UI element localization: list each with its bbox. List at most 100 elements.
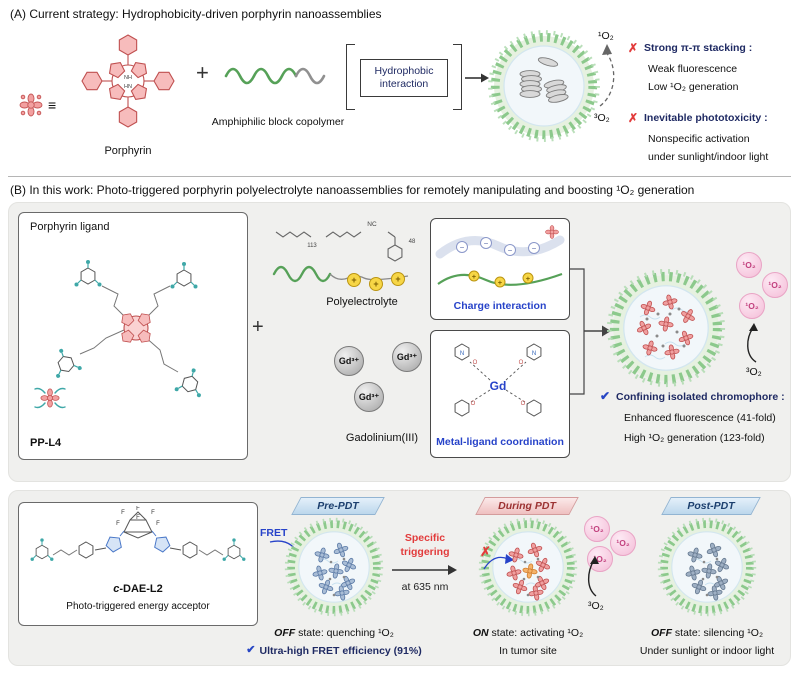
arrow-right-icon [465,73,489,83]
positive-charge-label: + [373,279,378,289]
nanoassembly-hydrophobic [488,30,600,142]
gadolinium-label: Gadolinium(III) [345,432,419,444]
metal-box-label: Metal-ligand coordination [436,436,564,448]
oxygen-atom-label: O [473,360,478,366]
stage3-state-bold: OFF [650,627,672,639]
triplet-oxygen-label: ³O₂ [746,366,762,378]
banner-label: Post-PDT [687,500,735,512]
nanoassembly-pre-pdt [284,517,384,617]
positive-charge-label: + [472,272,477,281]
trigger-line2: triggering [400,546,450,558]
panel-b-title: (B) In this work: Photo-triggered porphy… [10,183,695,197]
negative-charge-label: − [460,243,465,252]
stage3-state: OFF state: silencing ¹O₂ [608,627,799,639]
porphyrin-mini-icon [19,93,43,117]
gd-center-label: Gd [490,379,507,393]
singlet-oxygen-bubble: ¹O₂ [610,530,636,556]
ligand-name: PP-L4 [30,437,62,449]
hn-atom-label: HN [124,84,132,90]
singlet-oxygen-label: ¹O₂ [593,554,607,564]
singlet-oxygen-bubble: ¹O₂ [736,252,762,278]
gadolinium-ion: Gd³⁺ [334,346,364,376]
negative-charge-label: − [484,239,489,248]
trigger-arrow [392,565,457,575]
o2-conversion-dashed-arrow [599,44,615,107]
pi-stacking-line2: Low ¹O₂ generation [648,81,739,93]
singlet-oxygen-label: ¹O₂ [616,538,630,548]
dae-structure: F F F F F F [22,506,254,580]
triplet-oxygen-label: ³O₂ [588,600,604,612]
porphyrin-label: Porphyrin [104,145,152,157]
fret-label: FRET [260,527,288,539]
stage3-sub: Under sunlight or indoor light [639,645,775,657]
metal-coordination-box [430,330,570,458]
stage2-state: ON state: activating ¹O₂ [428,627,628,639]
stage1-sub: Ultra-high FRET efficiency (91%) [259,645,422,657]
nc-atom-label: NC [367,221,377,228]
stage2-sub: In tumor site [499,645,557,657]
panel-a-title: (A) Current strategy: Hydrophobicity-dri… [10,7,382,21]
equivalence-symbol: ≡ [48,97,57,113]
acceptor-name-prefix: c [113,583,120,595]
check-icon: ✔ [600,389,611,403]
nitrogen-atom-label: N [460,351,464,357]
copolymer-wave [224,67,326,85]
interaction-line1: Hydrophobic [374,64,434,77]
phototoxicity-title: Inevitable phototoxicity : [644,112,768,124]
nanoassembly-during-pdt [478,517,578,617]
charge-box-label: Charge interaction [453,300,547,312]
fluorine-atom-label: F [156,521,160,527]
gd-ion-label: Gd³⁺ [358,391,380,402]
cross-icon: ✗ [480,544,491,559]
singlet-oxygen-bubble: ¹O₂ [739,293,765,319]
nanoassembly-polyelectrolyte [600,262,732,394]
banner-post-pdt: Post-PDT [661,497,761,515]
charge-interaction-drawing: − − − − + + + [435,225,565,288]
pi-stacking-title: Strong π-π stacking : [644,42,753,54]
trigger-line1: Specific [404,532,446,544]
stage2-state-rest: state: activating ¹O₂ [488,627,584,639]
fluorine-atom-label: F [136,506,140,512]
confine-line2: High ¹O₂ generation (123-fold) [624,432,765,444]
banner-label: Pre-PDT [317,500,359,512]
section-divider [8,176,791,177]
metal-coordination-drawing: O O O O N N Gd [454,343,542,417]
singlet-oxygen-label: ¹O₂ [742,260,756,270]
stage1-state-rest: state: quenching ¹O₂ [295,627,394,639]
singlet-oxygen-bubble: ¹O₂ [762,272,788,298]
nanoassembly-post-pdt [657,517,757,617]
bracket-right [453,44,462,110]
banner-pre-pdt: Pre-PDT [291,497,385,515]
repeat-unit-label: 48 [409,239,416,245]
ligand-box-label: Porphyrin ligand [30,221,110,233]
confine-title: Confining isolated chromophore : [616,391,785,403]
stage1-state: OFF state: quenching ¹O₂ [234,627,434,639]
gadolinium-ion: Gd³⁺ [354,382,384,412]
nitrogen-atom-label: N [532,351,536,357]
acceptor-name: c-DAE-L2 [18,583,258,595]
oxygen-atom-label: O [521,401,526,407]
stage3-state-rest: state: silencing ¹O₂ [671,627,764,639]
gadolinium-ion: Gd³⁺ [392,342,422,372]
nh-atom-label: NH [124,75,132,81]
ppl4-structure [24,236,242,428]
charge-interaction-box [430,218,570,320]
phototoxicity-line1: Nonspecific activation [648,133,750,145]
banner-during-pdt: During PDT [475,497,579,515]
interaction-line2: interaction [379,78,429,90]
stage2-state-bold: ON [472,627,489,639]
fluorine-atom-label: F [116,521,120,527]
positive-charge-label: + [351,275,356,285]
negative-charge-label: − [508,246,513,255]
positive-charge-label: + [526,274,531,283]
o2-conversion-arrow [587,556,599,597]
repeat-unit-label: 113 [307,243,317,249]
oxygen-atom-label: O [519,360,524,366]
trigger-line3: at 635 nm [401,581,449,593]
o2-conversion-arrow [747,323,758,363]
bracket-left [346,44,355,110]
hydrophobic-interaction-box: Hydrophobic interaction [360,59,448,97]
copolymer-label: Amphiphilic block copolymer [211,116,345,128]
singlet-oxygen-label: ¹O₂ [598,30,614,42]
